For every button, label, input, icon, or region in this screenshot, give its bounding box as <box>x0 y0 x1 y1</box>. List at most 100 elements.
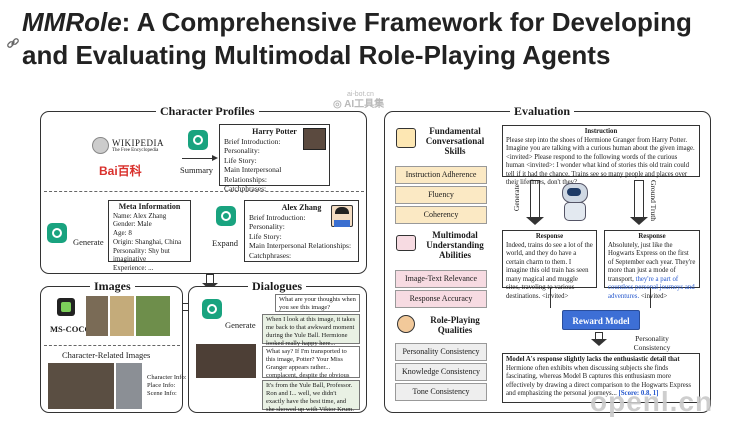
mscoco-icon <box>57 298 75 316</box>
section-divider <box>44 345 180 346</box>
character-photo <box>48 363 114 409</box>
meta-line: Gender: Male <box>113 220 152 229</box>
down-arrow-head <box>591 339 607 346</box>
response-highlight: they're a part of countless personal jou… <box>608 275 695 300</box>
info-line: Scene Info: <box>147 390 177 397</box>
coco-photo <box>110 296 134 336</box>
fundamental-skills-heading: Fundamental Conversational Skills <box>425 126 485 156</box>
meta-information-card: Meta Information Name: Alex Zhang Gender… <box>108 200 191 272</box>
dialogue-photo <box>196 344 256 378</box>
verdict-text: Hermione often exhibits when discussing … <box>506 364 692 398</box>
info-line: Place Info: <box>147 382 176 389</box>
link-icon[interactable] <box>6 36 20 50</box>
profile-line: Catchphrases: <box>249 250 292 260</box>
ground-truth-label: Ground Truth <box>649 180 658 222</box>
right-arrow-to-dialogues <box>182 303 192 311</box>
multimodal-icon <box>396 235 416 251</box>
ground-truth-arrow-head <box>630 217 648 225</box>
gpt-icon <box>188 130 208 150</box>
response-title: Response <box>535 233 564 240</box>
arrow-head <box>212 155 218 161</box>
down-arrow <box>206 274 214 284</box>
gpt-icon <box>202 299 222 319</box>
personality-consistency-label: Personality Consistency <box>633 334 671 352</box>
generate-label: Generate <box>225 320 256 330</box>
conversation-skills-icon <box>396 128 416 148</box>
meta-line: Personality: Shy but imaginative <box>113 246 170 264</box>
profile-name: Alex Zhang <box>281 203 322 212</box>
profile-line: Brief Introduction: <box>224 136 281 146</box>
verdict-bold: Model A's response slightly lacks the en… <box>506 356 680 363</box>
baidu-baike-logo: Bai百科 <box>99 164 142 178</box>
generate-label: Generate <box>512 184 521 212</box>
response-title: Response <box>638 233 666 240</box>
verdict-score: [Score: 0.8, 1] <box>618 390 659 397</box>
meta-line: Origin: Shanghai, China <box>113 237 182 246</box>
instruction-box: Instruction Please step into the shoes o… <box>502 125 700 186</box>
arrow <box>650 288 651 308</box>
watermark-bottom: openl.cn <box>590 386 714 417</box>
instruction-text: Please step into the shoes of Hermione G… <box>506 136 695 187</box>
dialogue-message: When I look at this image, it takes me b… <box>262 314 360 355</box>
wikipedia-globe-icon <box>92 137 109 154</box>
metric-fluency: Fluency <box>395 186 487 204</box>
metric-knowledge-consistency: Knowledge Consistency <box>395 363 487 381</box>
images-title: Images <box>90 279 135 293</box>
role-playing-icon <box>397 315 415 333</box>
mscoco-label: MS-COCO <box>50 324 92 334</box>
watermark-top: ai-bot.cn ◎ AI工具集 <box>333 91 385 110</box>
reward-model-box: Reward Model <box>562 310 640 330</box>
profile-line: Main Interpersonal Relationships: <box>224 165 282 184</box>
profile-line: Brief Introduction: <box>249 212 306 222</box>
wikipedia-logo: WIKIPEDIA The Free Encyclopedia <box>92 137 182 154</box>
metric-instruction-adherence: Instruction Adherence <box>395 166 487 184</box>
profile-line: Main Interpersonal Relationships: <box>249 241 352 250</box>
headline-line1: : A Comprehensive Framework for Developi… <box>121 7 692 37</box>
metric-personality-consistency: Personality Consistency <box>395 343 487 361</box>
gpt-icon <box>47 223 67 243</box>
dialogue-message: It's from the Yule Ball, Professor. Ron … <box>262 380 360 413</box>
meta-line: Experience: ... <box>113 263 154 272</box>
article-headline: MMRole: A Comprehensive Framework for De… <box>22 6 737 72</box>
section-divider <box>44 191 364 192</box>
character-profiles-title: Character Profiles <box>156 104 259 118</box>
headline-italic: MMRole <box>22 7 122 37</box>
coco-photo <box>86 296 108 336</box>
generate-label: Generate <box>73 237 104 247</box>
profile-line: Personality: <box>224 146 260 155</box>
ground-truth-arrow <box>634 180 644 218</box>
character-related-images-label: Character-Related Images <box>62 350 151 360</box>
metric-coherency: Coherency <box>395 206 487 224</box>
meta-title: Meta Information <box>118 202 181 211</box>
robot-icon <box>558 183 590 221</box>
instruction-title: Instruction <box>584 128 618 135</box>
profile-line: Life Story: <box>249 231 282 241</box>
down-arrow <box>595 332 603 340</box>
response-text: Indeed, trains do see a lot of the world… <box>506 241 593 300</box>
meta-line: Name: Alex Zhang <box>113 211 167 220</box>
arrow <box>550 288 551 308</box>
profile-name: Harry Potter <box>252 127 297 136</box>
model-response-box: Response Indeed, trains do see a lot of … <box>502 230 597 300</box>
verdict-box: Model A's response slightly lacks the en… <box>502 353 700 403</box>
multimodal-abilities-heading: Multimodal Understanding Abilities <box>426 230 484 260</box>
evaluation-title: Evaluation <box>510 104 575 118</box>
profile-line: Catchphrases: <box>224 184 267 193</box>
alex-zhang-avatar <box>331 205 353 227</box>
metric-tone-consistency: Tone Consistency <box>395 383 487 401</box>
metric-response-accuracy: Response Accuracy <box>395 290 487 308</box>
response-text-end: <invited> <box>640 292 668 300</box>
dialogue-message: What are your thoughts when you see this… <box>275 294 360 312</box>
profile-line: Life Story: <box>224 155 257 165</box>
harry-potter-portrait <box>303 128 326 150</box>
expand-label: Expand <box>212 238 238 248</box>
meta-line: Age: 8 <box>113 229 132 238</box>
generate-arrow-head <box>526 217 544 225</box>
ground-truth-response-box: Response Absolutely, just like the Hogwa… <box>604 230 700 300</box>
role-playing-heading: Role-Playing Qualities <box>430 315 480 335</box>
image-info-list: Character Info: Place Info: Scene Info: <box>147 374 187 398</box>
profile-line: Personality: <box>249 222 285 231</box>
generate-arrow <box>530 180 540 218</box>
summary-label: Summary <box>180 165 214 175</box>
info-line: Character Info: <box>147 374 187 381</box>
